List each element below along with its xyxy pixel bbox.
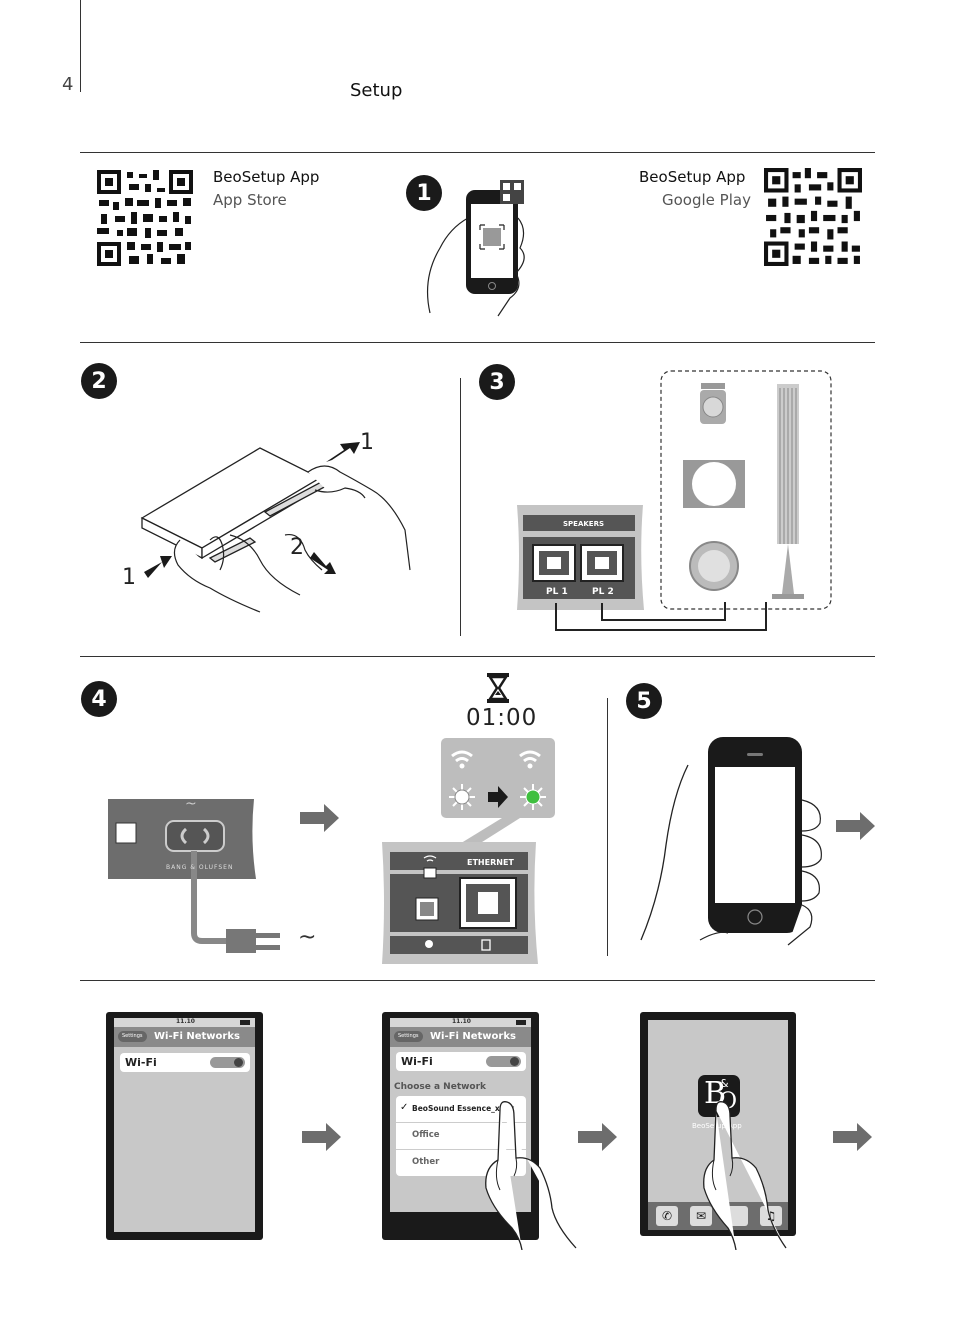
battery-icon — [516, 1020, 526, 1025]
finger-tap-network-illustration — [485, 1101, 577, 1250]
qr-code-app-store[interactable] — [97, 170, 193, 266]
phone-scanning-qr-illustration — [426, 180, 525, 317]
nav-bar: Settings Wi-Fi Networks — [114, 1027, 255, 1047]
port-label-pl1: PL 1 — [546, 587, 568, 597]
google-play-title: BeoSetup App — [639, 168, 746, 186]
step-4-badge: 4 — [81, 681, 117, 717]
wifi-toggle[interactable] — [486, 1056, 521, 1067]
port-label-pl2: PL 2 — [592, 587, 614, 597]
page-number: 4 — [62, 74, 74, 95]
wifi-toggle[interactable] — [210, 1057, 245, 1068]
callout-number: 1 — [122, 565, 136, 590]
countdown-timer: 01:00 — [466, 705, 538, 731]
phone-app-icon[interactable]: ✆ — [656, 1206, 678, 1226]
step-5-badge: 5 — [626, 683, 662, 719]
hourglass-icon — [487, 673, 509, 703]
app-store-title: BeoSetup App — [213, 168, 320, 186]
mains-symbol: ~ — [185, 796, 197, 812]
network-item[interactable]: ✓ BeoSound Essence_xxxx — [396, 1096, 526, 1123]
next-arrow-icon — [836, 812, 875, 840]
ethernet-label: ETHERNET — [467, 858, 514, 867]
nav-title: Wi-Fi Networks — [154, 1031, 240, 1042]
nav-title: Wi-Fi Networks — [430, 1031, 516, 1042]
open-device-cover-illustration — [140, 442, 411, 613]
speakers-panel-title: SPEAKERS — [563, 520, 605, 528]
rule-3 — [80, 656, 875, 657]
network-name: Office — [412, 1130, 440, 1140]
finger-tap-app-illustration — [703, 1101, 787, 1250]
step-2-badge: 2 — [81, 363, 117, 399]
page-title: Setup — [350, 80, 403, 101]
next-arrow-icon — [300, 804, 339, 832]
mains-symbol: ~ — [298, 925, 317, 950]
divider-step2-3 — [460, 378, 461, 636]
speaker-connection-diagram — [555, 370, 832, 631]
callout-number: 1 — [360, 430, 374, 455]
status-time: 11.10 — [452, 1018, 471, 1025]
network-name: Other — [412, 1157, 440, 1167]
phone-screen-wifi-settings: 11.10 Settings Wi-Fi Networks Wi-Fi — [106, 1012, 263, 1240]
back-button[interactable]: Settings — [394, 1031, 423, 1042]
back-button[interactable]: Settings — [118, 1031, 147, 1042]
mail-app-icon[interactable]: ✉ — [690, 1206, 712, 1226]
speaker-tall-column — [772, 384, 804, 599]
speaker-ports-panel — [517, 505, 644, 610]
nav-bar: Settings Wi-Fi Networks — [390, 1027, 531, 1047]
next-arrow-icon — [833, 1123, 872, 1151]
divider-step4-5 — [607, 698, 608, 956]
choose-network-label: Choose a Network — [394, 1082, 487, 1092]
callout-number: 2 — [290, 535, 304, 560]
speaker-square — [683, 460, 745, 508]
rule-4 — [80, 980, 875, 981]
rule-2 — [80, 342, 875, 343]
phone-in-hand-illustration — [640, 737, 822, 946]
wifi-label: Wi-Fi — [125, 1056, 157, 1069]
rule-top — [80, 152, 875, 153]
step-1-badge: 1 — [406, 175, 442, 211]
wifi-status-indicator-callout — [382, 738, 555, 964]
power-socket-illustration — [108, 799, 280, 953]
network-item[interactable]: Other — [396, 1150, 526, 1176]
next-arrow-icon — [578, 1123, 617, 1151]
qr-code-google-play[interactable] — [764, 168, 862, 266]
wifi-row[interactable]: Wi-Fi — [120, 1053, 250, 1072]
speaker-round — [689, 541, 739, 591]
app-store-label: App Store — [213, 191, 287, 209]
speaker-small-round — [700, 383, 726, 424]
step-3-badge: 3 — [479, 364, 515, 400]
music-app-icon[interactable]: ♫ — [760, 1206, 782, 1226]
battery-icon — [240, 1020, 250, 1025]
wifi-row[interactable]: Wi-Fi — [396, 1052, 526, 1071]
status-bar: 11.10 — [114, 1018, 255, 1027]
status-bar: 11.10 — [390, 1018, 531, 1027]
network-item[interactable]: Office — [396, 1123, 526, 1150]
status-time: 11.10 — [176, 1018, 195, 1025]
wifi-label: Wi-Fi — [401, 1055, 433, 1068]
checkmark-icon: ✓ — [400, 1102, 409, 1113]
google-play-label: Google Play — [662, 191, 751, 209]
brand-label: BANG & OLUFSEN — [166, 864, 234, 871]
network-name: BeoSound Essence_xxxx — [412, 1104, 515, 1113]
next-arrow-icon — [302, 1123, 341, 1151]
header-margin-line — [80, 0, 81, 92]
